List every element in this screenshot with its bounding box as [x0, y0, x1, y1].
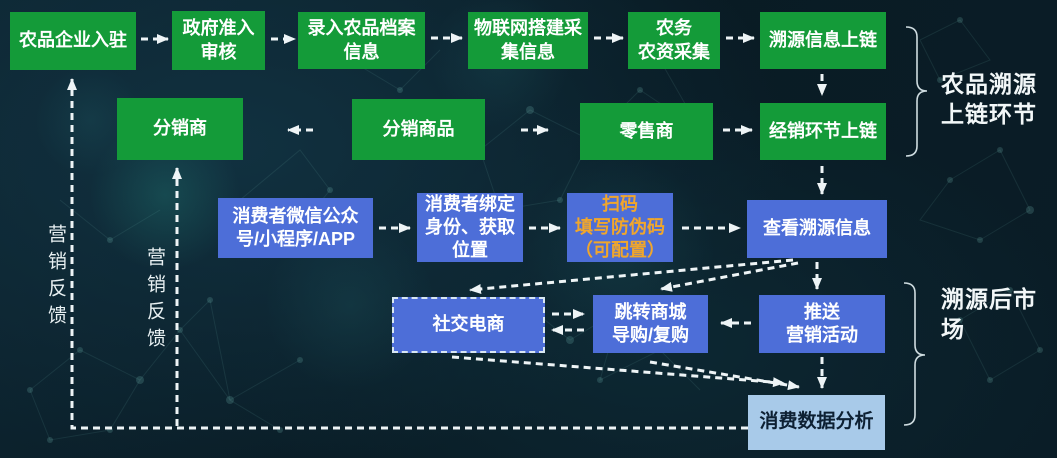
arrow-social-to-analysis — [451, 355, 785, 388]
arrow-view-to-jump — [660, 261, 799, 292]
section-label-onchain: 农品溯源 上链环节 — [941, 71, 1037, 127]
network-lines — [29, 19, 1041, 441]
network-nodes — [27, 17, 1043, 443]
arrow-jump-to-analysis — [649, 360, 800, 391]
node-distributor: 分销商 — [117, 98, 243, 160]
arrow-view-to-social — [469, 258, 794, 294]
node-consume-analysis: 消费数据分析 — [748, 395, 885, 450]
section-label-aftermarket: 溯源后市场 — [941, 286, 1037, 342]
node-product-record: 录入农品档案 信息 — [298, 12, 425, 69]
node-farm-collect: 农务 农资采集 — [628, 12, 720, 69]
node-trace-onchain: 溯源信息上链 — [760, 12, 886, 69]
node-retailer: 零售商 — [580, 103, 713, 160]
node-jump-mall: 跳转商城 导购/复购 — [593, 295, 708, 353]
brace-onchain-section — [905, 26, 928, 157]
node-iot-collect: 物联网搭建采 集信息 — [468, 12, 588, 69]
node-social-ecommerce: 社交电商 — [392, 297, 545, 353]
node-enterprise-entry: 农品企业入驻 — [10, 12, 136, 70]
node-push-marketing: 推送 营销活动 — [759, 295, 885, 353]
brace-aftermarket-section — [903, 282, 926, 426]
node-view-trace: 查看溯源信息 — [747, 200, 887, 258]
feedback-label-right: 营销反馈 — [144, 247, 165, 355]
node-bind-identity: 消费者绑定 身份、获取 位置 — [417, 193, 523, 262]
node-government-review: 政府准入 审核 — [172, 11, 265, 70]
node-distribute-goods: 分销商品 — [352, 99, 485, 160]
node-scan-code: 扫码 填写防伪码 （可配置） — [567, 193, 673, 262]
node-dealer-onchain: 经销环节上链 — [760, 103, 886, 160]
feedback-label-left: 营销反馈 — [45, 224, 66, 332]
node-consumer-wechat: 消费者微信公众 号/小程序/APP — [218, 198, 373, 258]
